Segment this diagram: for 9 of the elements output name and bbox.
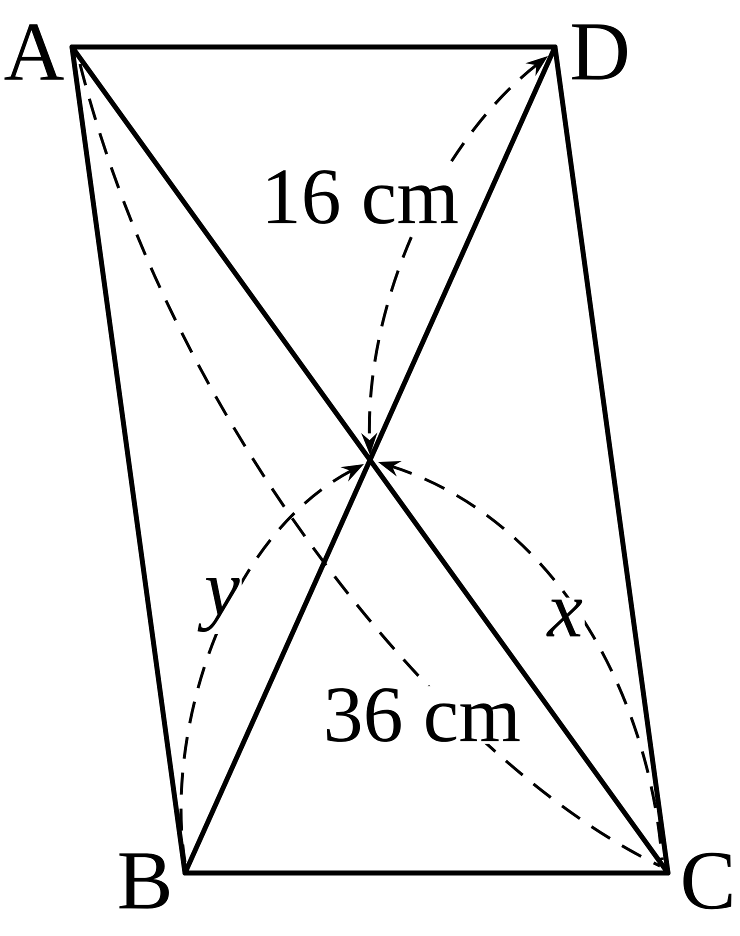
vertex-label: D xyxy=(572,24,627,80)
line-segment xyxy=(182,44,558,876)
dimension-label: 36 cm xyxy=(321,686,523,744)
vertex-label: A xyxy=(4,24,64,80)
dimension-label: 16 cm xyxy=(259,168,461,226)
vertex-label: C xyxy=(683,852,732,910)
vertex-label: B xyxy=(119,853,169,909)
variable-label: x xyxy=(545,598,585,638)
variable-label: y xyxy=(198,576,242,634)
